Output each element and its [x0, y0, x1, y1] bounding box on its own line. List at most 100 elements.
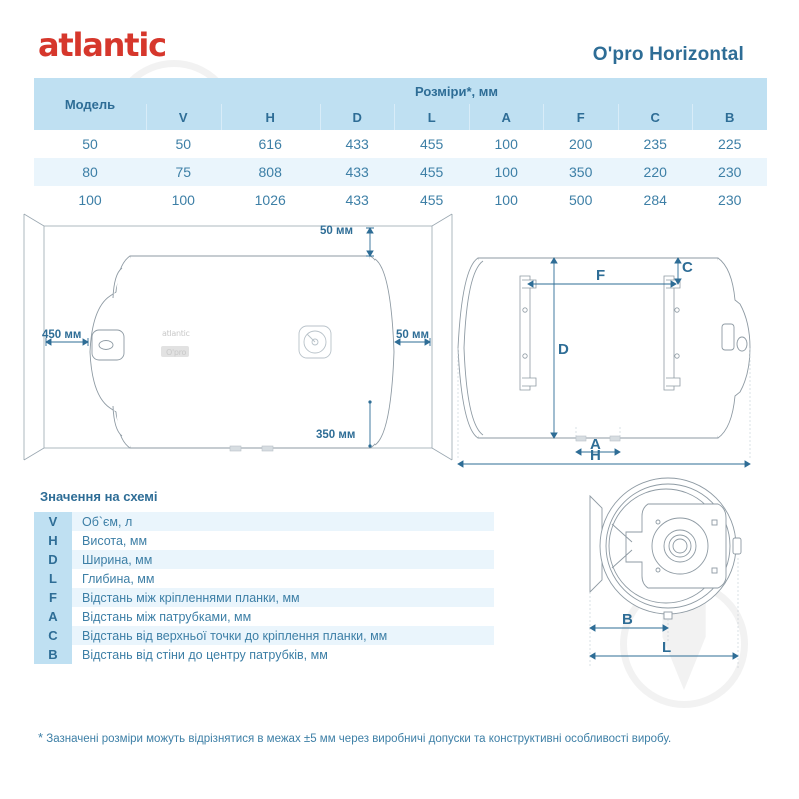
table-row: 80 75 808 433 455 100 350 220 230 [34, 158, 767, 186]
control-dial-icon [298, 325, 332, 359]
list-item: D Ширина, мм [34, 550, 494, 569]
dimension-bottom [368, 400, 372, 448]
legend-key: V [34, 512, 72, 531]
cell-f: 200 [569, 136, 593, 152]
cell-c: 220 [643, 164, 667, 180]
dimension-h [457, 460, 751, 468]
column-header-h: H [220, 104, 320, 130]
legend-description: Відстань між кріпленнями планки, мм [82, 590, 300, 605]
cell-model: 80 [82, 164, 98, 180]
tank-model-badge: O'pro [161, 346, 189, 357]
dimension-left [45, 338, 89, 346]
legend-key: D [34, 550, 72, 569]
dimension-c-label: C [682, 259, 693, 276]
mounting-bracket-right [663, 275, 681, 391]
footnote-asterisk: * [38, 730, 44, 745]
cell-l: 455 [419, 192, 444, 208]
front-view-diagram: F C D A H [457, 257, 751, 468]
column-header-c: C [617, 104, 693, 130]
list-item: F Відстань між кріпленнями планки, мм [34, 588, 494, 607]
dimension-f-label: F [596, 267, 605, 284]
cell-a: 100 [494, 136, 518, 152]
legend-description: Ширина, мм [82, 552, 153, 567]
dimension-l-label: L [662, 639, 671, 656]
column-header-l: L [394, 104, 469, 130]
column-header-f: F [543, 104, 618, 130]
cell-f: 500 [569, 192, 593, 208]
dimension-a [575, 448, 621, 456]
legend-key: F [34, 588, 72, 607]
list-item: H Висота, мм [34, 531, 494, 550]
legend-description: Глибина, мм [82, 571, 155, 586]
cell-v: 75 [175, 164, 192, 180]
cell-h: 616 [258, 136, 282, 152]
dimension-c [674, 257, 682, 285]
cell-c: 235 [643, 136, 667, 152]
column-header-v: V [146, 104, 221, 130]
legend-key: L [34, 569, 72, 588]
dimension-top-label: 50 мм [320, 225, 353, 237]
cell-b: 230 [718, 164, 742, 180]
tank-brand-label: atlantic [162, 329, 190, 338]
column-header-model: Модель [34, 78, 146, 130]
cell-v: 50 [175, 136, 192, 152]
svg-text:O'pro: O'pro [166, 348, 186, 357]
cell-d: 433 [345, 136, 369, 152]
column-header-b: B [692, 104, 767, 130]
list-item: C Відстань від верхньої точки до кріплен… [34, 626, 494, 645]
dimension-a-label: A [590, 436, 601, 453]
dimension-h-label: H [590, 447, 601, 464]
cell-v: 100 [171, 192, 195, 208]
cell-h: 1026 [254, 192, 286, 208]
specifications-table: Модель Розміри*, мм V H D L A F C B 50 5… [34, 78, 767, 214]
column-header-a: A [468, 104, 544, 130]
clearance-diagram: atlantic O'pro 450 мм 50 мм 50 мм [23, 213, 453, 461]
cell-f: 350 [569, 164, 593, 180]
cell-model: 100 [78, 192, 102, 208]
table-header-group-row: Модель Розміри*, мм [34, 78, 767, 130]
cell-b: 230 [718, 192, 742, 208]
cell-l: 455 [419, 164, 444, 180]
dimension-bottom-label: 350 мм [316, 429, 355, 441]
dimension-l [589, 652, 739, 660]
legend-description: Відстань від верхньої точки до кріплення… [82, 628, 388, 643]
dimension-top [366, 227, 374, 257]
column-header-d: D [319, 104, 395, 130]
legend-description: Відстань між патрубками, мм [82, 609, 252, 624]
list-item: L Глибина, мм [34, 569, 494, 588]
dimension-b [589, 624, 669, 632]
footnote-text: Зазначені розміри можуть відрізнятися в … [46, 733, 672, 745]
table-header-row: V H D L A F C B [34, 104, 767, 130]
footnote: * Зазначені розміри можуть відрізнятися … [38, 730, 778, 745]
legend-description: Відстань від стіни до центру патрубків, … [82, 647, 328, 662]
dimension-right-label: 50 мм [396, 329, 429, 341]
tank-body [469, 257, 727, 439]
legend-title: Значення на схемі [40, 489, 158, 504]
cell-l: 455 [419, 136, 444, 152]
table-row: 100 100 1026 433 455 100 500 284 230 [34, 186, 767, 214]
legend-key: A [34, 607, 72, 626]
table-row: 50 50 616 433 455 100 200 235 225 [34, 130, 767, 158]
list-item: A Відстань між патрубками, мм [34, 607, 494, 626]
legend-key: C [34, 626, 72, 645]
legend-table: V Об`єм, л H Висота, мм D Ширина, мм L Г… [34, 512, 494, 664]
brand-logo: atlantic [38, 26, 167, 64]
cell-b: 225 [718, 136, 742, 152]
cell-a: 100 [494, 164, 518, 180]
legend-key: H [34, 531, 72, 550]
legend-key: B [34, 645, 72, 664]
dimension-right [394, 338, 431, 346]
dimension-d [550, 257, 558, 439]
dimension-left-label: 450 мм [42, 329, 81, 341]
tank-body [121, 255, 377, 449]
legend-description: Висота, мм [82, 533, 148, 548]
dimension-b-label: B [622, 611, 633, 628]
dimension-d-label: D [558, 341, 569, 358]
cell-a: 100 [494, 192, 518, 208]
cell-h: 808 [258, 164, 282, 180]
page-title: O'pro Horizontal [592, 44, 744, 65]
cell-d: 433 [345, 192, 369, 208]
mounting-bracket-left [519, 275, 537, 391]
dimension-f [527, 280, 677, 288]
